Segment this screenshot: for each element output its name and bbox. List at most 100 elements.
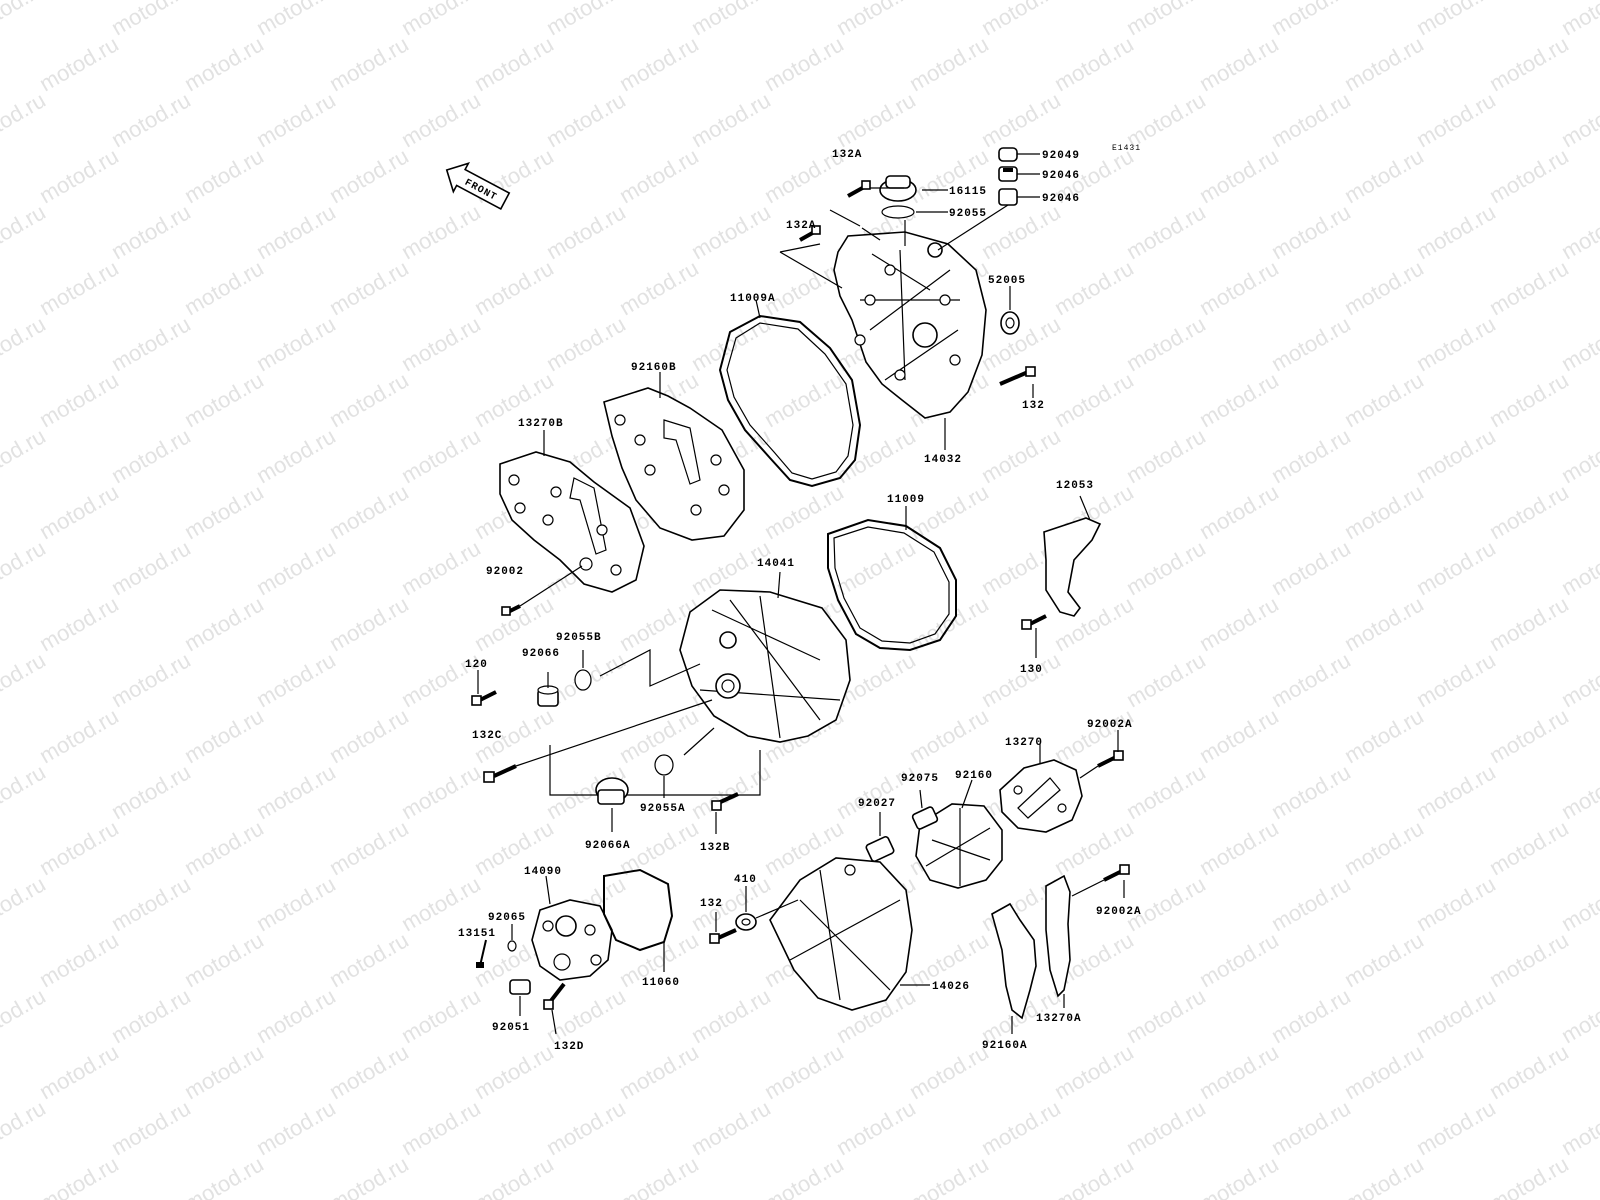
- watermark-text: motod.ru: [832, 759, 920, 824]
- watermark-text: motod.ru: [0, 983, 50, 1048]
- watermark-text: motod.ru: [1412, 983, 1500, 1048]
- part-label-92075: 92075: [901, 773, 939, 785]
- watermark-text: motod.ru: [1267, 759, 1355, 824]
- watermark-text: motod.ru: [397, 423, 485, 488]
- watermark-text: motod.ru: [687, 0, 775, 40]
- o-ring-92055b-shape: [574, 669, 592, 691]
- plug-92066-shape: [537, 685, 559, 707]
- watermark-text: motod.ru: [252, 535, 340, 600]
- watermark-text: motod.ru: [615, 143, 703, 208]
- watermark-text: motod.ru: [35, 143, 123, 208]
- watermark-text: motod.ru: [1267, 199, 1355, 264]
- watermark-text: motod.ru: [35, 1039, 123, 1104]
- watermark-text: motod.ru: [1195, 815, 1283, 880]
- watermark-text: motod.ru: [397, 311, 485, 376]
- watermark-text: motod.ru: [1267, 87, 1355, 152]
- bolt-92002-shape: [501, 604, 521, 616]
- watermark-text: motod.ru: [760, 31, 848, 96]
- watermark-text: motod.ru: [832, 0, 920, 40]
- part-label-132c: 132C: [472, 730, 502, 742]
- watermark-text: motod.ru: [1195, 255, 1283, 320]
- watermark-text: motod.ru: [1050, 1039, 1138, 1104]
- watermark-text: motod.ru: [325, 927, 413, 992]
- watermark-text: motod.ru: [1122, 535, 1210, 600]
- watermark-text: motod.ru: [1557, 311, 1600, 376]
- watermark-text: motod.ru: [397, 983, 485, 1048]
- part-labels: 132A 132A 16115 92055 92049 92046 92046 …: [458, 149, 1141, 1053]
- watermark-text: motod.ru: [1050, 255, 1138, 320]
- part-label-52005: 52005: [988, 275, 1026, 287]
- part-label-410: 410: [734, 874, 757, 886]
- watermark-text: motod.ru: [905, 1151, 993, 1200]
- part-label-92066: 92066: [522, 648, 560, 660]
- generator-cover-14041-shape: [679, 589, 851, 743]
- watermark-text: motod.ru: [977, 423, 1065, 488]
- watermark-text: motod.ru: [1267, 535, 1355, 600]
- o-ring-92065-shape: [507, 940, 517, 952]
- watermark-text: motod.ru: [832, 423, 920, 488]
- watermark-text: motod.ru: [832, 535, 920, 600]
- watermark-text: motod.ru: [1412, 87, 1500, 152]
- watermark-text: motod.ru: [107, 311, 195, 376]
- watermark-text: motod.ru: [180, 255, 268, 320]
- sprocket-cover-14026-shape: [769, 857, 913, 1011]
- part-label-132-right: 132: [1022, 400, 1045, 412]
- watermark-text: motod.ru: [1195, 1039, 1283, 1104]
- watermark-text: motod.ru: [1557, 647, 1600, 712]
- watermark-text: motod.ru: [35, 815, 123, 880]
- watermark-text: motod.ru: [1485, 479, 1573, 544]
- watermark-text: motod.ru: [1485, 815, 1573, 880]
- watermark-text: motod.ru: [905, 1039, 993, 1104]
- part-label-11009a: 11009A: [730, 293, 776, 305]
- watermark-text: motod.ru: [470, 1039, 558, 1104]
- watermark-text: motod.ru: [107, 983, 195, 1048]
- plate-13270b-shape: [499, 451, 645, 593]
- watermark-text: motod.ru: [1557, 871, 1600, 936]
- watermark-text: motod.ru: [1122, 1095, 1210, 1160]
- collar-92046b-shape: [998, 188, 1018, 206]
- watermark-text: motod.ru: [107, 87, 195, 152]
- watermark-text: motod.ru: [1340, 927, 1428, 992]
- watermark-text: motod.ru: [0, 759, 50, 824]
- watermark-text: motod.ru: [1412, 647, 1500, 712]
- watermark-text: motod.ru: [1412, 199, 1500, 264]
- part-label-132a-mid: 132A: [786, 220, 816, 232]
- watermark-text: motod.ru: [252, 0, 340, 40]
- watermark-text: motod.ru: [542, 0, 630, 40]
- watermark-text: motod.ru: [1557, 0, 1600, 40]
- watermark-text: motod.ru: [687, 1095, 775, 1160]
- watermark-text: motod.ru: [977, 647, 1065, 712]
- watermark-text: motod.ru: [1340, 367, 1428, 432]
- watermark-text: motod.ru: [397, 535, 485, 600]
- watermark-text: motod.ru: [1195, 591, 1283, 656]
- watermark-text: motod.ru: [107, 1095, 195, 1160]
- watermark-text: motod.ru: [325, 703, 413, 768]
- watermark-text: motod.ru: [325, 591, 413, 656]
- watermark-text: motod.ru: [1485, 1039, 1573, 1104]
- watermark-text: motod.ru: [1485, 591, 1573, 656]
- part-label-14026: 14026: [932, 981, 970, 993]
- clutch-cover-14032-shape: [833, 231, 987, 419]
- watermark-text: motod.ru: [325, 367, 413, 432]
- part-label-92055: 92055: [949, 208, 987, 220]
- watermark-text: motod.ru: [977, 199, 1065, 264]
- watermark-text: motod.ru: [252, 199, 340, 264]
- watermark-text: motod.ru: [180, 927, 268, 992]
- cap-92049-shape: [998, 147, 1018, 162]
- part-label-13270b: 13270B: [518, 418, 564, 430]
- washer-410-shape: [735, 913, 757, 931]
- watermark-text: motod.ru: [0, 535, 50, 600]
- figure-code: E1431: [1112, 144, 1141, 153]
- bolt-132-right-shape: [999, 366, 1036, 386]
- watermark-text: motod.ru: [1557, 983, 1600, 1048]
- bolt-13151-shape: [476, 939, 487, 968]
- watermark-text: motod.ru: [615, 31, 703, 96]
- bolt-132c-shape: [483, 764, 517, 783]
- watermark-text: motod.ru: [1412, 535, 1500, 600]
- part-label-92046-a: 92046: [1042, 170, 1080, 182]
- part-label-92160b: 92160B: [631, 362, 677, 374]
- collar-92075-shape: [911, 806, 939, 830]
- watermark-text: motod.ru: [1122, 87, 1210, 152]
- bolt-92002a-top-shape: [1097, 750, 1124, 768]
